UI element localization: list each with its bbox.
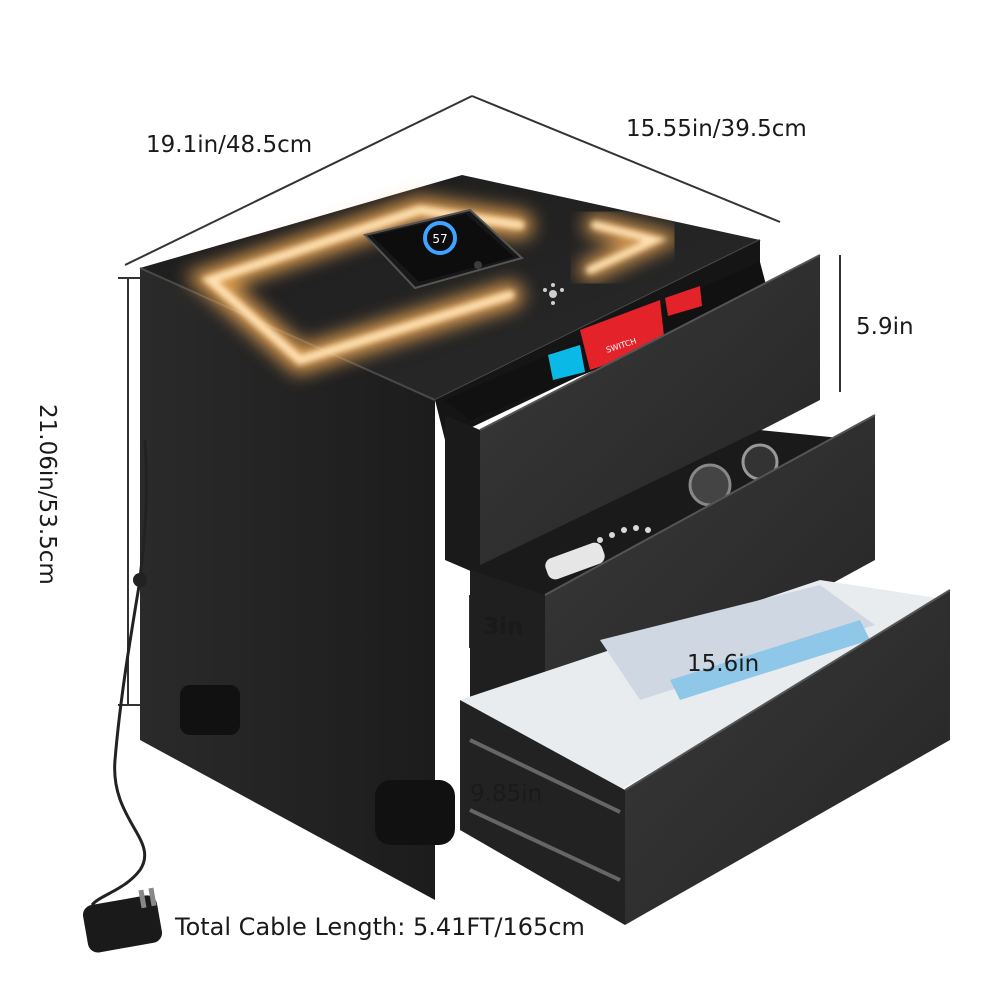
drawer-inner-length-label: 15.6in bbox=[687, 651, 760, 677]
book-item bbox=[600, 585, 875, 700]
bottom-drawer-height-label: 9.85in bbox=[470, 781, 543, 807]
cable-length-label: Total Cable Length: bbox=[175, 913, 406, 941]
game-box-red bbox=[580, 300, 665, 370]
cabinet-foot-right bbox=[375, 780, 455, 845]
depth-dimension-line bbox=[124, 95, 473, 266]
phone-on-charger: 57 bbox=[363, 208, 524, 290]
top-drawer-front bbox=[480, 255, 820, 575]
top-drawer[interactable] bbox=[445, 254, 821, 575]
middle-drawer-height-label: 3in bbox=[483, 614, 524, 640]
book-item-blue bbox=[670, 620, 870, 700]
cable-length-caption: Total Cable Length: 5.41FT/165cm bbox=[175, 913, 585, 941]
top-drawer-height-label: 5.9in bbox=[856, 314, 914, 340]
top-drawer-interior: SWITCH bbox=[445, 262, 770, 420]
bottom-drawer[interactable] bbox=[460, 580, 951, 925]
cable-length-value: 5.41FT/165cm bbox=[412, 913, 585, 941]
height-dimension-label: 21.06in/53.5cm bbox=[34, 404, 60, 585]
power-plug-icon bbox=[82, 887, 163, 953]
touch-sensor-icon[interactable] bbox=[543, 283, 564, 305]
cabinet-front-face bbox=[140, 268, 435, 900]
width-dimension-label: 15.55in/39.5cm bbox=[626, 116, 807, 142]
cabinet-foot-left bbox=[180, 685, 240, 735]
phone-charge-level: 57 bbox=[432, 232, 447, 246]
depth-dimension-label: 19.1in/48.5cm bbox=[146, 132, 313, 158]
bottom-drawer-front bbox=[625, 590, 950, 925]
power-cord bbox=[90, 439, 148, 907]
wireless-charging-icon bbox=[423, 221, 457, 255]
width-dimension-line bbox=[471, 95, 781, 223]
